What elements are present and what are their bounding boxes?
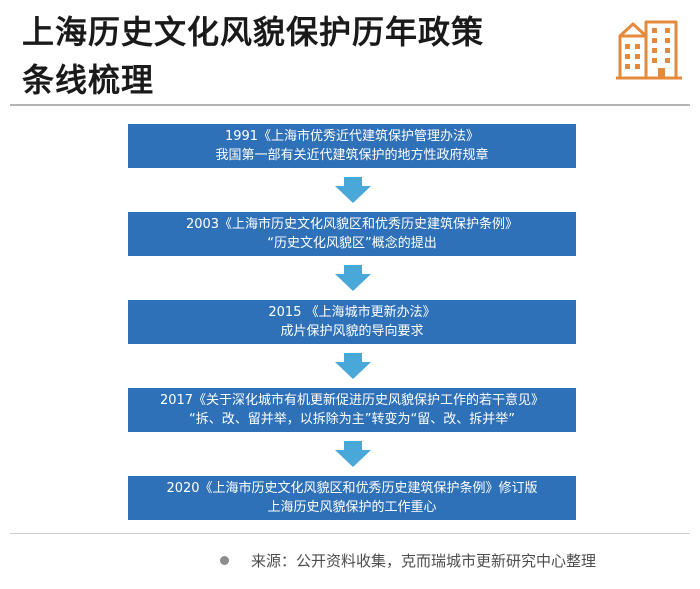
city-buildings-icon [616, 20, 682, 80]
step-2003-title: 2003《上海市历史文化风貌区和优秀历史建筑保护条例》 [185, 217, 519, 232]
down-arrow-icon [335, 441, 371, 467]
title-line-2: 条线梳理 [22, 61, 155, 99]
step-1991-title: 1991《上海市优秀近代建筑保护管理办法》 [224, 129, 480, 144]
source-text: 来源：公开资料收集，克而瑞城市更新研究中心整理 [251, 551, 597, 570]
timeline-step-2020: 2020《上海市历史文化风貌区和优秀历史建筑保护条例》修订版 上海历史风貌保护的… [128, 476, 576, 520]
step-2020-title: 2020《上海市历史文化风貌区和优秀历史建筑保护条例》修订版 [166, 481, 538, 496]
timeline-step-2015: 2015 《上海城市更新办法》 成片保护风貌的导向要求 [128, 300, 576, 344]
down-arrow-icon [335, 265, 371, 291]
step-1991-desc: 我国第一部有关近代建筑保护的地方性政府规章 [215, 148, 489, 163]
timeline-step-2003: 2003《上海市历史文化风貌区和优秀历史建筑保护条例》 “历史文化风貌区”概念的… [128, 212, 576, 256]
footer-divider [10, 533, 690, 534]
page-title: 上海历史文化风貌保护历年政策 条线梳理 [22, 8, 582, 104]
title-line-1: 上海历史文化风貌保护历年政策 [22, 13, 485, 51]
down-arrow-icon [335, 353, 371, 379]
step-2020-desc: 上海历史风貌保护的工作重心 [267, 500, 437, 515]
header-divider [10, 104, 690, 106]
bullet-dot-icon [220, 555, 229, 565]
step-2017-title: 2017《关于深化城市有机更新促进历史风貌保护工作的若干意见》 [159, 393, 545, 408]
step-2015-title: 2015 《上海城市更新办法》 [268, 305, 436, 320]
step-2017-desc: “拆、改、留并举，以拆除为主”转变为“留、改、拆并举” [189, 412, 515, 427]
step-2015-desc: 成片保护风貌的导向要求 [280, 324, 424, 339]
step-2003-desc: “历史文化风貌区”概念的提出 [267, 236, 437, 251]
down-arrow-icon [335, 177, 371, 203]
timeline-step-1991: 1991《上海市优秀近代建筑保护管理办法》 我国第一部有关近代建筑保护的地方性政… [128, 124, 576, 168]
source-note: 来源：公开资料收集，克而瑞城市更新研究中心整理 [220, 548, 596, 572]
timeline-step-2017: 2017《关于深化城市有机更新促进历史风貌保护工作的若干意见》 “拆、改、留并举… [128, 388, 576, 432]
